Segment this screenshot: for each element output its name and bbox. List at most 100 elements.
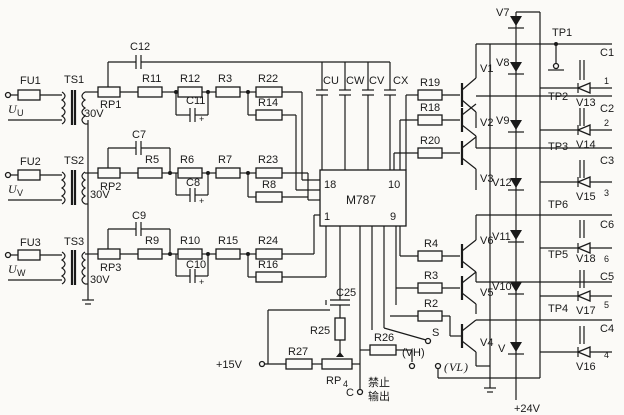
inhibit-label-2: 输出 bbox=[368, 389, 390, 403]
transformer-ts3-label: TS3 bbox=[64, 236, 84, 248]
phase-v: FU2 U V TS2 30V RP2 R5 R6 R7 R23 C7 bbox=[4, 129, 320, 206]
cap-cx-label: CX bbox=[393, 75, 409, 87]
diode-v18 bbox=[576, 242, 591, 254]
switch-vl-close: ) bbox=[463, 360, 468, 374]
ic-pin1: 1 bbox=[324, 211, 330, 223]
cap-c8-plus: + bbox=[199, 196, 204, 206]
cap-c11-label: C11 bbox=[186, 95, 205, 107]
resistor-r10-label: R10 bbox=[180, 235, 200, 247]
transformer-ts3-voltage: 30V bbox=[90, 274, 110, 286]
transformer-ts2-secondary bbox=[81, 171, 87, 205]
phase-w: FU3 U W TS3 30V RP3 R9 R10 R15 R24 C9 bbox=[4, 210, 327, 287]
resistor-r7 bbox=[215, 167, 241, 179]
out-3-num: 3 bbox=[604, 188, 609, 198]
transformer-ts3-primary bbox=[60, 251, 66, 285]
resistor-r18-label: R18 bbox=[420, 102, 440, 114]
ic-pin18: 18 bbox=[324, 179, 336, 191]
resistor-r9 bbox=[137, 248, 163, 260]
driver-transistors: V1 V2 V3 V6 V5 V4 bbox=[460, 44, 493, 366]
diode-v16-label: V16 bbox=[576, 361, 596, 373]
resistor-r15-label: R15 bbox=[218, 235, 238, 247]
output-channel-6: TP6 C6 V18 6 bbox=[476, 199, 614, 265]
out-6-num: 6 bbox=[604, 254, 609, 264]
diode-v15-label: V15 bbox=[576, 191, 596, 203]
cap-c25-label: C25 bbox=[336, 287, 356, 299]
resistor-r2 bbox=[417, 310, 443, 322]
cap-c10-label: C10 bbox=[186, 259, 206, 271]
pot-rp3-label: RP3 bbox=[100, 262, 121, 274]
input-v-sub: V bbox=[17, 188, 23, 198]
transformer-ts2-voltage: 30V bbox=[90, 189, 110, 201]
resistor-r16 bbox=[255, 271, 283, 283]
cap-c12-label: C12 bbox=[130, 41, 150, 53]
transformer-ts1-voltage: 30V bbox=[84, 108, 104, 120]
switch-vh-contact[interactable] bbox=[408, 362, 416, 370]
switch-vh-label: (VH) bbox=[402, 347, 425, 359]
pot-rp4-label: RP bbox=[326, 375, 341, 387]
cap-c10-plus: + bbox=[199, 277, 204, 287]
cap-cu-label: CU bbox=[323, 75, 339, 87]
resistor-r7-label: R7 bbox=[218, 154, 232, 166]
resistor-r27-label: R27 bbox=[288, 346, 308, 358]
transistor-v2-label: V2 bbox=[480, 117, 493, 129]
resistor-r3 bbox=[215, 86, 241, 98]
c5-label: C5 bbox=[600, 271, 614, 283]
fuse-fu2-label: FU2 bbox=[20, 156, 41, 168]
c1-label: C1 bbox=[600, 47, 614, 59]
diode-v12-label: V12 bbox=[492, 177, 512, 189]
diode-v13-label: V13 bbox=[576, 97, 596, 109]
diode-v11-label: V11 bbox=[492, 231, 511, 243]
resistor-r25 bbox=[334, 317, 346, 341]
pot-rp1 bbox=[97, 86, 121, 98]
c6-label: C6 bbox=[600, 219, 614, 231]
diode-v17 bbox=[576, 290, 591, 302]
out-5-num: 5 bbox=[604, 300, 609, 310]
resistor-r19 bbox=[417, 89, 443, 101]
c3-label: C3 bbox=[600, 155, 614, 167]
resistor-r9-label: R9 bbox=[145, 235, 159, 247]
diode-v7-label: V7 bbox=[496, 7, 509, 19]
tp1-label: TP1 bbox=[552, 27, 572, 39]
switch-vl-contact[interactable] bbox=[434, 362, 442, 370]
resistor-r24-label: R24 bbox=[258, 235, 278, 247]
pot-rp2-label: RP2 bbox=[100, 181, 121, 193]
resistor-r8-label: R8 bbox=[262, 179, 276, 191]
resistor-r24 bbox=[255, 248, 283, 260]
resistor-r8 bbox=[255, 191, 283, 203]
supply-plus15-label: +15V bbox=[216, 359, 243, 371]
resistor-r15 bbox=[215, 248, 241, 260]
diode-v8-label: V8 bbox=[496, 57, 509, 69]
input-v-label: U bbox=[8, 182, 18, 196]
resistor-r22-label: R22 bbox=[258, 73, 278, 85]
resistor-r23-label: R23 bbox=[258, 154, 278, 166]
resistor-r20-label: R20 bbox=[420, 135, 440, 147]
resistor-r3-label: R3 bbox=[218, 73, 232, 85]
tp6-label: TP6 bbox=[548, 199, 568, 211]
cap-c7-label: C7 bbox=[132, 129, 146, 141]
ic-name: M787 bbox=[346, 193, 376, 207]
c2-label: C2 bbox=[600, 103, 614, 115]
input-terminal-v bbox=[4, 171, 12, 179]
terminal-c bbox=[356, 388, 364, 396]
cap-c8-label: C8 bbox=[186, 177, 200, 189]
input-u-sub: U bbox=[17, 108, 24, 118]
gate-resistors: R19 R18 R20 R4 R3 R2 bbox=[390, 77, 462, 337]
resistor-r10 bbox=[177, 248, 203, 260]
resistor-r6-label: R6 bbox=[180, 154, 194, 166]
input-w-label: U bbox=[8, 262, 18, 276]
output-channel-1: TP1 C1 V13 1 bbox=[476, 27, 614, 109]
transformer-ts1-secondary bbox=[81, 91, 87, 125]
switch-s-contact[interactable] bbox=[424, 337, 432, 345]
input-u-label: U bbox=[8, 102, 18, 116]
resistor-r16-label: R16 bbox=[258, 259, 278, 271]
switch-vl-label: VL bbox=[449, 360, 463, 374]
resistor-r11-label: R11 bbox=[142, 73, 161, 85]
output-channel-3: TP3 C3 V15 3 bbox=[476, 141, 614, 203]
diode-v15 bbox=[576, 176, 591, 188]
fuse-fu2 bbox=[17, 169, 41, 181]
pot-rp4-sub: 4 bbox=[343, 379, 348, 389]
cap-c9-label: C9 bbox=[132, 210, 146, 222]
switch-vl-open: ( bbox=[444, 360, 449, 374]
c4-label: C4 bbox=[600, 323, 614, 335]
transformer-ts2-primary bbox=[60, 171, 66, 205]
